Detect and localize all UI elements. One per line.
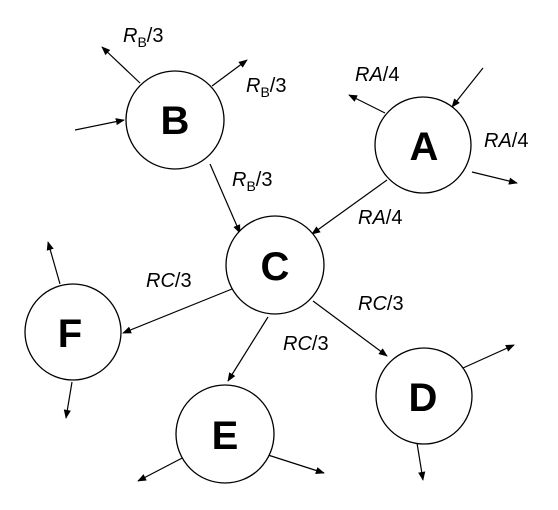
edge-c-to-f xyxy=(122,288,233,334)
edge-b-out-right xyxy=(211,59,248,87)
node-f: F xyxy=(24,283,122,381)
edge-a-to-c xyxy=(311,179,388,235)
edge-d-out-right xyxy=(462,344,515,369)
label-rb-top: RB/3 xyxy=(123,25,163,50)
node-d-label: D xyxy=(409,376,438,420)
node-e-label: E xyxy=(212,414,239,458)
label-ra-to-c: RA/4 xyxy=(358,207,402,229)
edge-f-out-bottom xyxy=(63,381,73,419)
edge-in-b xyxy=(74,118,125,131)
node-b-label: B xyxy=(161,99,190,143)
node-a-label: A xyxy=(410,125,439,169)
edge-c-to-e xyxy=(227,316,269,382)
edge-b-out-top xyxy=(101,46,141,84)
edge-e-out-left xyxy=(137,454,189,482)
node-f-label: F xyxy=(58,312,82,356)
edge-a-out-top xyxy=(348,94,386,114)
label-rb-to-c: RB/3 xyxy=(232,169,272,194)
label-rc-to-e: RC/3 xyxy=(283,333,329,355)
node-e: E xyxy=(175,384,275,484)
edge-in-a xyxy=(451,67,484,108)
node-d: D xyxy=(375,347,473,445)
label-ra-right: RA/4 xyxy=(484,130,528,152)
node-a: A xyxy=(374,96,472,194)
edge-d-out-bottom xyxy=(416,442,426,481)
node-c: C xyxy=(225,215,325,315)
label-ra-top: RA/4 xyxy=(355,64,399,86)
label-rc-to-f: RC/3 xyxy=(146,270,192,292)
node-c-label: C xyxy=(261,245,290,289)
label-rc-to-d: RC/3 xyxy=(358,293,404,315)
node-b: B xyxy=(125,70,225,170)
edge-e-out-right xyxy=(267,454,325,474)
label-rb-right: RB/3 xyxy=(246,75,286,100)
edge-c-to-d xyxy=(312,300,388,357)
edge-a-out-right xyxy=(471,171,518,185)
edge-f-out-top xyxy=(46,241,61,285)
edge-b-to-c xyxy=(209,163,241,234)
